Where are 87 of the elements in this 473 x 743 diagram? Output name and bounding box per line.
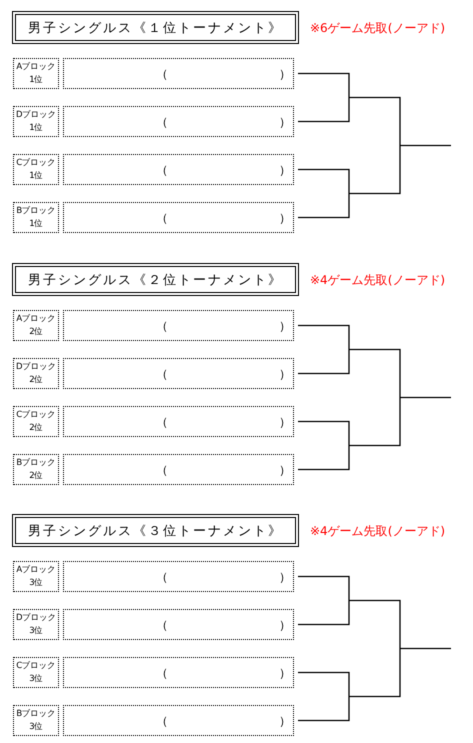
bracket-line	[298, 672, 350, 722]
entry-box	[63, 58, 294, 89]
block-label: Cブロック	[16, 408, 56, 422]
title-text: 男子シングルス《２位トーナメント》	[28, 272, 283, 288]
seed-label-box	[13, 106, 59, 137]
rank-label: 3位	[29, 624, 43, 638]
entry-box	[63, 705, 294, 736]
seed-label-box	[13, 58, 59, 89]
open-parenthesis: （	[156, 210, 168, 227]
open-parenthesis: （	[156, 114, 168, 131]
close-parenthesis: ）	[279, 462, 291, 479]
title-text: 男子シングルス《３位トーナメント》	[28, 522, 283, 540]
entry-box	[63, 561, 294, 592]
rank-label: 3位	[29, 576, 43, 590]
open-parenthesis: （	[156, 617, 168, 634]
rank-label: 2位	[29, 326, 43, 338]
close-parenthesis: ）	[279, 713, 291, 730]
rule-note: ※4ゲーム先取(ノーアド)	[310, 523, 446, 540]
entry-box	[63, 358, 294, 389]
bracket-line	[298, 420, 350, 470]
title-box	[12, 11, 299, 44]
open-parenthesis: （	[156, 713, 168, 730]
entry-box	[63, 454, 294, 485]
rank-label: 1位	[29, 74, 43, 86]
bracket-line	[298, 576, 350, 626]
block-label: Cブロック	[16, 660, 56, 672]
close-parenthesis: ）	[279, 162, 291, 179]
title-text: 男子シングルス《１位トーナメント》	[28, 20, 283, 36]
rank-label: 2位	[29, 470, 43, 482]
open-parenthesis: （	[156, 462, 168, 479]
seed-label-box	[13, 705, 59, 736]
close-parenthesis: ）	[279, 114, 291, 131]
seed-label-box	[13, 657, 59, 688]
rank-label: 1位	[29, 170, 43, 182]
block-label: Dブロック	[16, 360, 56, 374]
block-label: Aブロック	[16, 564, 56, 576]
bracket-line	[298, 72, 350, 122]
entry-box	[63, 310, 294, 341]
rank-label: 2位	[29, 374, 43, 386]
block-label: Bブロック	[16, 456, 56, 470]
rank-label: 1位	[29, 218, 43, 230]
block-label: Cブロック	[16, 156, 56, 170]
seed-label-box	[13, 609, 59, 640]
close-parenthesis: ）	[279, 665, 291, 682]
close-parenthesis: ）	[279, 66, 291, 83]
seed-label-box	[13, 358, 59, 389]
seed-label-box	[13, 310, 59, 341]
block-label: Dブロック	[16, 612, 56, 624]
seed-label-box	[13, 154, 59, 185]
entry-box	[63, 106, 294, 137]
title-box	[12, 514, 299, 547]
rank-label: 2位	[29, 422, 43, 434]
rank-label: 3位	[29, 720, 43, 734]
rank-label: 3位	[29, 672, 43, 686]
title-box	[12, 263, 299, 296]
open-parenthesis: （	[156, 366, 168, 383]
open-parenthesis: （	[156, 414, 168, 431]
block-label: Dブロック	[16, 108, 56, 122]
entry-box	[63, 154, 294, 185]
block-label: Aブロック	[16, 60, 56, 74]
close-parenthesis: ）	[279, 210, 291, 227]
open-parenthesis: （	[156, 318, 168, 335]
seed-label-box	[13, 561, 59, 592]
entry-box	[63, 657, 294, 688]
open-parenthesis: （	[156, 162, 168, 179]
bracket-line	[298, 168, 350, 218]
entry-box	[63, 202, 294, 233]
seed-label-box	[13, 454, 59, 485]
close-parenthesis: ）	[279, 366, 291, 383]
rule-note: ※6ゲーム先取(ノーアド)	[310, 20, 446, 37]
entry-box	[63, 609, 294, 640]
open-parenthesis: （	[156, 569, 168, 586]
seed-label-box	[13, 406, 59, 437]
close-parenthesis: ）	[279, 617, 291, 634]
seed-label-box	[13, 202, 59, 233]
bracket-line	[298, 324, 350, 374]
block-label: Bブロック	[16, 204, 56, 218]
rank-label: 1位	[29, 122, 43, 134]
entry-box	[63, 406, 294, 437]
close-parenthesis: ）	[279, 414, 291, 431]
open-parenthesis: （	[156, 66, 168, 83]
block-label: Aブロック	[16, 312, 56, 326]
close-parenthesis: ）	[279, 318, 291, 335]
close-parenthesis: ）	[279, 569, 291, 586]
rule-note: ※4ゲーム先取(ノーアド)	[310, 272, 446, 289]
block-label: Bブロック	[16, 708, 56, 720]
open-parenthesis: （	[156, 665, 168, 682]
